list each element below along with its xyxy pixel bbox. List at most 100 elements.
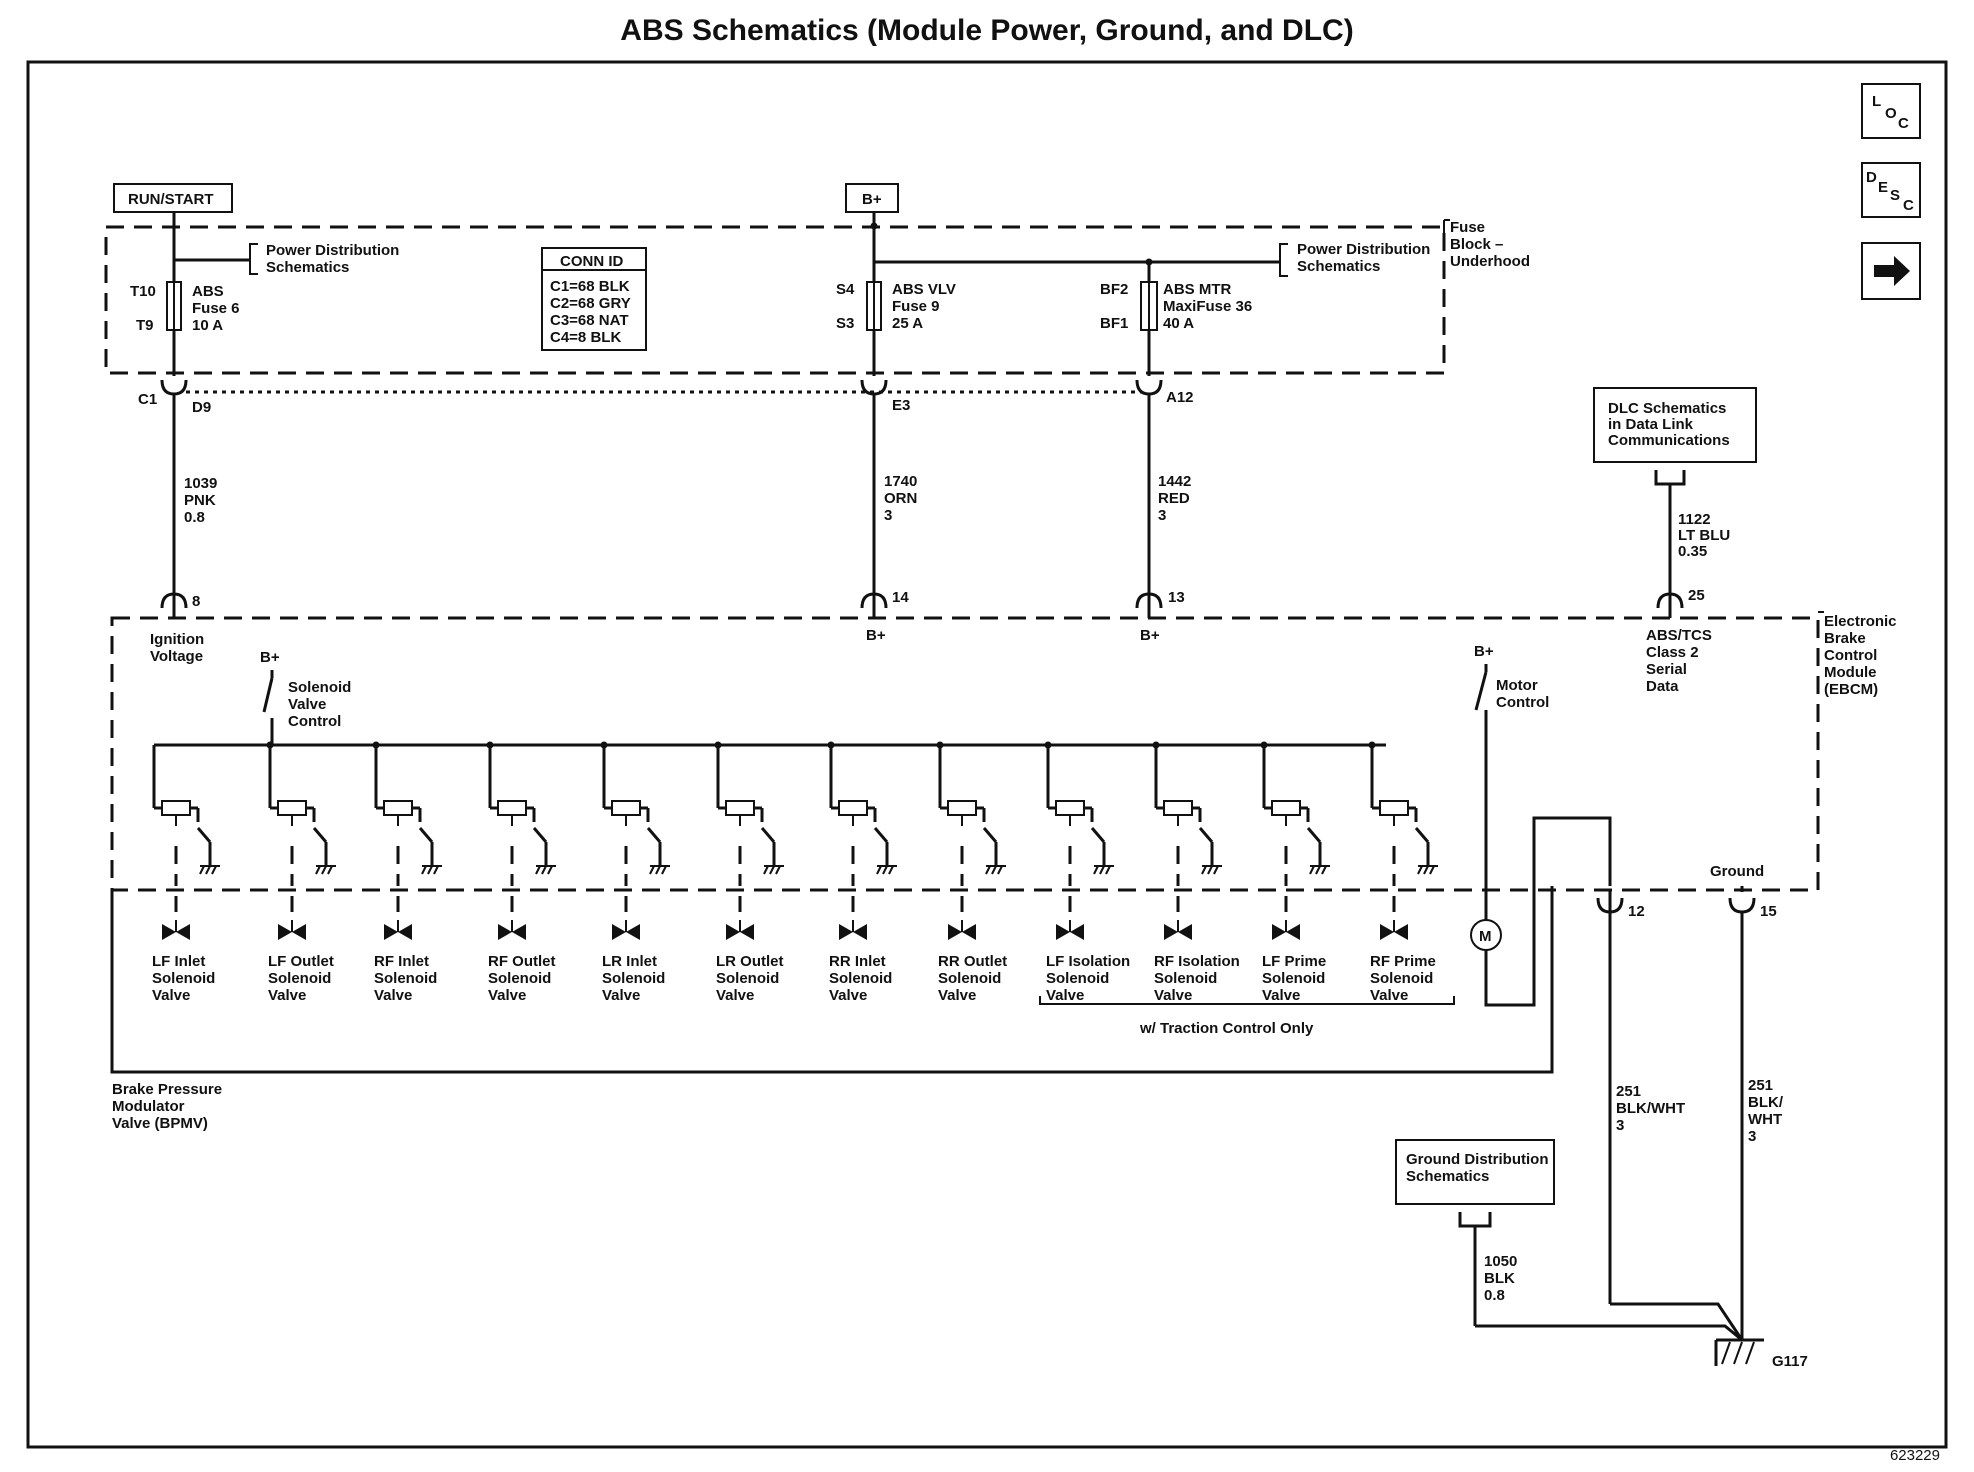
valve-label-6-line-1: LR Outlet <box>716 953 784 970</box>
valve-label-10-line-3: Valve <box>1154 987 1192 1004</box>
pin-8: 8 <box>160 592 200 618</box>
traction-control-note: w/ Traction Control Only <box>1139 1020 1314 1037</box>
solenoid-coil <box>838 800 868 816</box>
ground-dist-line-1: Ground Distribution <box>1406 1151 1548 1168</box>
ignition-voltage-label-1: Ignition <box>150 631 204 648</box>
wire-1442-color: RED <box>1158 490 1190 507</box>
wire-1050-size: 0.8 <box>1484 1287 1505 1304</box>
solenoid-control-label-1: Solenoid <box>288 679 351 696</box>
connector-c1-label: C1 <box>138 391 157 408</box>
wire-251-a: 251 BLK/WHT 3 <box>1616 1083 1685 1134</box>
dlc-schematics-ref: DLC Schematics in Data Link Communicatio… <box>1593 387 1757 463</box>
wire-251b-color-2: WHT <box>1748 1111 1782 1128</box>
dlc-ref-line-3: Communications <box>1608 432 1730 449</box>
valve-label-8-line-1: RR Outlet <box>938 953 1007 970</box>
desc-button[interactable]: D E S C <box>1861 162 1921 218</box>
valve-label-7-line-1: RR Inlet <box>829 953 886 970</box>
wire-1122-size: 0.35 <box>1678 543 1707 560</box>
valve-label-1-line-1: LF Inlet <box>152 953 205 970</box>
ebcm-name-5: (EBCM) <box>1824 681 1878 698</box>
conn-id-box: CONN ID C1=68 BLK C2=68 GRY C3=68 NAT C4… <box>541 247 647 351</box>
fuse-abs: T10 T9 ABS Fuse 6 10 A <box>130 212 240 376</box>
connector-d9-label: D9 <box>192 399 211 416</box>
ground-dist-line-2: Schematics <box>1406 1168 1489 1185</box>
pin-25-label: 25 <box>1688 587 1705 604</box>
fuse-vlv-line-1: ABS VLV <box>892 281 956 298</box>
ground-label: Ground <box>1710 863 1764 880</box>
valve-label-3-line-3: Valve <box>374 987 412 1004</box>
valve-label-11-line-2: Solenoid <box>1262 970 1325 987</box>
fuse-vlv-top-term: S4 <box>836 281 855 298</box>
valve-label-6-line-2: Solenoid <box>716 970 779 987</box>
b-plus-label: B+ <box>862 191 882 208</box>
loc-letter-2: O <box>1885 105 1897 122</box>
solenoid-coil <box>1163 800 1193 816</box>
wire-251b-color-1: BLK/ <box>1748 1094 1784 1111</box>
bpmv-label-2: Modulator <box>112 1098 185 1115</box>
solenoid-coil <box>497 800 527 816</box>
valve-label-4-line-2: Solenoid <box>488 970 551 987</box>
solenoid-coil <box>1379 800 1409 816</box>
pin-14-b-plus: B+ <box>866 627 886 644</box>
valve-label-9-line-1: LF Isolation <box>1046 953 1130 970</box>
fuse-mtr-top-term: BF2 <box>1100 281 1128 298</box>
fuse-abs-line-1: ABS <box>192 283 224 300</box>
fuse-mtr-line-2: MaxiFuse 36 <box>1163 298 1252 315</box>
serial-data-label-1: ABS/TCS <box>1646 627 1712 644</box>
fuse-mtr-line-3: 40 A <box>1163 315 1194 332</box>
wire-1050-circuit: 1050 <box>1484 1253 1517 1270</box>
connector-a12-label: A12 <box>1166 389 1194 406</box>
ground-g117: G117 <box>1714 1338 1808 1370</box>
fuse-block-label-1: Fuse <box>1450 219 1485 236</box>
valve-label-6-line-3: Valve <box>716 987 754 1004</box>
wire-1122-color: LT BLU <box>1678 527 1730 544</box>
pin-25: 25 <box>1656 587 1705 618</box>
connector-e3: E3 <box>860 379 910 414</box>
next-button[interactable] <box>1861 242 1921 300</box>
valve-label-3-line-1: RF Inlet <box>374 953 429 970</box>
fuse-abs-vlv: S4 S3 ABS VLV Fuse 9 25 A <box>836 212 956 376</box>
wire-1442-circuit: 1442 <box>1158 473 1191 490</box>
figure-number: 623229 <box>1889 1447 1940 1464</box>
desc-letter-1: D <box>1866 169 1877 186</box>
wire-251-b: 251 BLK/ WHT 3 <box>1748 1077 1784 1145</box>
desc-letter-2: E <box>1878 179 1888 196</box>
page-frame <box>26 60 1948 1449</box>
pin-13: 13 B+ <box>1135 589 1185 644</box>
valve-label-1-line-3: Valve <box>152 987 190 1004</box>
wire-1050: 1050 BLK 0.8 <box>1484 1253 1517 1304</box>
ground-distribution-ref: Ground Distribution Schematics <box>1395 1139 1555 1205</box>
loc-letter-1: L <box>1872 93 1881 110</box>
valve-label-2-line-1: LF Outlet <box>268 953 334 970</box>
valve-label-12-line-1: RF Prime <box>1370 953 1436 970</box>
loc-letter-3: C <box>1898 115 1909 132</box>
solenoid-coil <box>1055 800 1085 816</box>
power-dist-ref-right-1: Power Distribution <box>1297 241 1430 258</box>
loc-button[interactable]: L O C <box>1861 83 1921 139</box>
run-start-label: RUN/START <box>128 191 214 208</box>
power-dist-ref-right-2: Schematics <box>1297 258 1380 275</box>
ground-g117-label: G117 <box>1772 1353 1808 1370</box>
valve-label-11-line-3: Valve <box>1262 987 1300 1004</box>
ebcm-outline <box>110 616 1820 892</box>
valve-label-9-line-3: Valve <box>1046 987 1084 1004</box>
fuse-vlv-line-3: 25 A <box>892 315 923 332</box>
dlc-ref-line-1: DLC Schematics <box>1608 400 1726 417</box>
solenoid-coil <box>611 800 641 816</box>
wire-1740: 1740 ORN 3 <box>884 473 917 524</box>
wire-1039-color: PNK <box>184 492 216 509</box>
motor-symbol-label: M <box>1479 928 1492 945</box>
connector-e3-label: E3 <box>892 397 910 414</box>
desc-letter-4: C <box>1903 197 1914 214</box>
wire-1740-color: ORN <box>884 490 917 507</box>
conn-id-title: CONN ID <box>560 253 624 270</box>
valve-label-2-line-3: Valve <box>268 987 306 1004</box>
valve-label-5-line-2: Solenoid <box>602 970 665 987</box>
wire-1442-size: 3 <box>1158 507 1166 524</box>
valve-label-4-line-3: Valve <box>488 987 526 1004</box>
